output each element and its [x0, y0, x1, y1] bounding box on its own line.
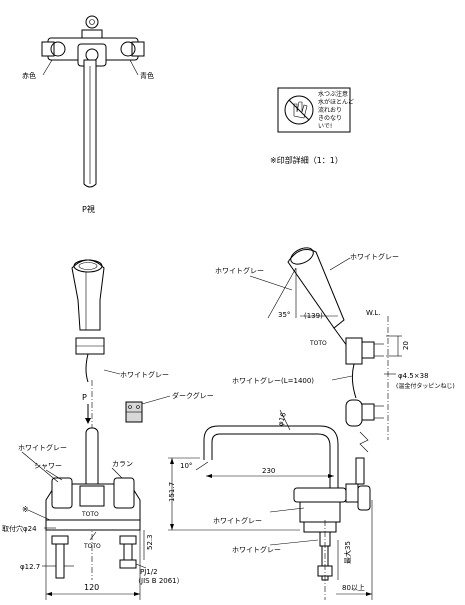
label-lower-white-gray-1: ホワイトグレー [213, 516, 262, 525]
side-shower-face [290, 247, 314, 265]
stamp-detail: 水つぶ注意 水がほとんど 流れおり きのなり いで! ※印部詳細（1：1） [270, 87, 354, 165]
label-screw: φ4.5×38 [398, 372, 429, 380]
stamp-line-1: 水つぶ注意 [318, 90, 348, 98]
dim-thread: PJ1/2 [140, 568, 158, 576]
label-red: 赤色 [22, 71, 36, 80]
dim-80: 80以上 [342, 583, 365, 592]
label-mount-hole: 取付穴φ24 [2, 524, 37, 533]
label-hose-white-gray: ホワイトグレー [120, 370, 169, 379]
side-spout [203, 425, 339, 490]
stamp-line-4: きのなり [318, 115, 342, 122]
label-dark-gray: ダークグレー [172, 391, 214, 400]
label-body-white-gray: ホワイトグレー [18, 443, 67, 452]
label-mark: ※ [22, 505, 29, 514]
center-valve [79, 485, 105, 507]
left-handle-circle [50, 41, 66, 57]
label-handle-white-gray: ホワイトグレー [350, 252, 399, 261]
dim-jis: （JIS B 2061） [134, 577, 184, 585]
label-20: 20 [402, 341, 410, 350]
side-base [303, 521, 337, 533]
dim-width: 120 [84, 583, 99, 592]
top-view-caption: P視 [82, 205, 95, 214]
front-view: ホワイトグレー P ダークグレー TOTO ホワイトグレー シャワー [2, 259, 214, 600]
left-handle-end [41, 41, 55, 57]
karan-handle [113, 477, 135, 509]
label-hose-length: ホワイトグレー(L=1400) [232, 376, 314, 385]
dim-spout: 230 [262, 467, 275, 475]
right-nut [119, 535, 137, 545]
label-screw-note: (温金付タッピンねじ) [396, 382, 455, 390]
right-supply [123, 543, 133, 561]
stamp-line-5: いで! [318, 123, 332, 130]
dim-pipe-dia: φ12.7 [20, 563, 40, 571]
shower-face [73, 259, 103, 273]
label-angle-10: 10° [180, 462, 192, 470]
side-view: 35° (139) ホワイトグレー ホワイトグレー W.L. 20 TOTO ホ… [168, 247, 455, 600]
brand-tag: TOTO [83, 543, 101, 550]
label-karan: カラン [112, 460, 133, 468]
dim-height: 151.7 [168, 482, 176, 502]
brand-mark: TOTO [81, 511, 99, 518]
hand-icon [293, 101, 308, 119]
front-hose [85, 353, 89, 383]
no-hand-icon [284, 95, 314, 125]
label-head-white-gray: ホワイトグレー [215, 266, 264, 275]
stamp-line-2: 水がほとんど [318, 98, 354, 106]
right-handle-circle [120, 41, 136, 57]
right-handle-end [131, 41, 145, 57]
label-blue: 青色 [140, 71, 154, 80]
label-wl: W.L. [366, 309, 380, 317]
stamp-box [277, 87, 351, 133]
arrow-p: P [82, 393, 87, 402]
dim-max35: 最大35 [343, 541, 352, 564]
shower-handle [51, 477, 73, 509]
side-lower-bracket [361, 403, 375, 421]
side-spout-inner [211, 433, 331, 490]
stamp-line-3: 流れおり [318, 106, 342, 114]
side-shower-head [287, 249, 345, 329]
right-thread [119, 559, 137, 569]
top-knob [85, 15, 99, 29]
side-holder [345, 337, 363, 365]
side-brand: TOTO [309, 340, 327, 347]
side-valve [345, 483, 359, 503]
front-shower-head [71, 259, 105, 331]
side-rail [355, 457, 365, 485]
label-angle-35: 35° [278, 311, 290, 319]
left-nut [51, 535, 69, 545]
left-supply [55, 543, 65, 579]
break-mark [359, 431, 369, 453]
label-lower-white-gray-2: ホワイトグレー [232, 545, 281, 554]
top-cap [81, 29, 103, 39]
stamp-caption: ※印部詳細（1：1） [270, 155, 343, 165]
label-shower: シャワー [34, 462, 62, 470]
side-body [299, 501, 341, 523]
front-base [45, 519, 141, 531]
top-view: 赤色 青色 P視 [22, 15, 154, 214]
front-riser [85, 427, 99, 489]
dim-height-base: 52.3 [146, 534, 154, 550]
side-holder-bracket [361, 341, 375, 359]
side-lower-holder [345, 399, 363, 427]
label-phi16: φ16 [277, 411, 288, 427]
label-139: (139) [304, 312, 323, 320]
top-knob-center [89, 19, 95, 25]
side-body-top [293, 487, 347, 503]
side-hose [351, 363, 357, 399]
side-wall-bracket [357, 485, 371, 511]
